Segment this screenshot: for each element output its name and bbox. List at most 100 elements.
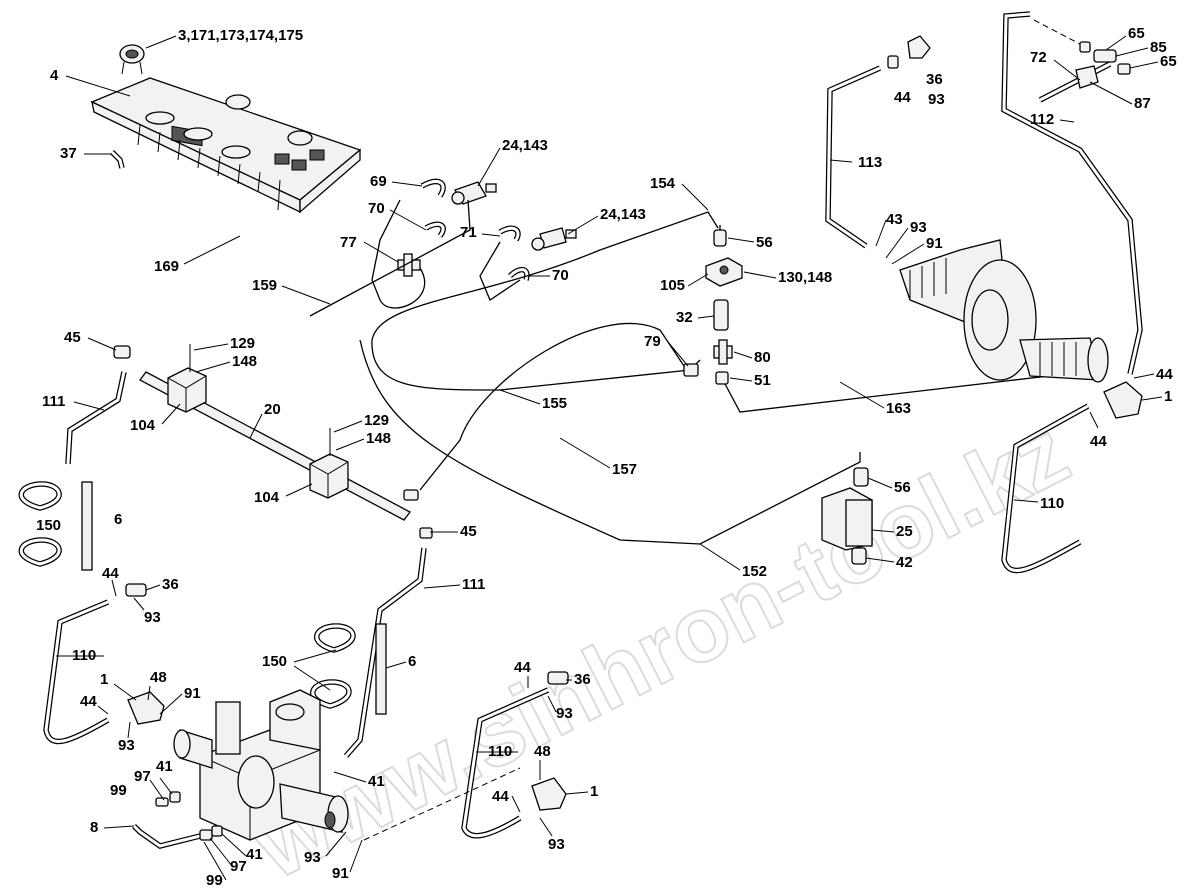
- callout-6-upper: 6: [114, 511, 122, 528]
- dashed-connector-top: [1033, 19, 1081, 45]
- callout-87: 87: [1134, 95, 1151, 112]
- dashed-connector-bottom: [363, 767, 521, 841]
- callout-24-143-lower: 24,143: [600, 206, 646, 223]
- callout-56-upper: 56: [756, 234, 773, 251]
- callout-70-upper: 70: [368, 200, 385, 217]
- callout-80: 80: [754, 349, 771, 366]
- fitting-45-left: [113, 345, 131, 359]
- callout-44-top: 44: [894, 89, 911, 106]
- callout-6-lower: 6: [408, 653, 416, 670]
- control-panel: [90, 77, 362, 214]
- callout-129-left: 129: [230, 335, 255, 352]
- fitting-56-upper: [713, 229, 727, 247]
- guide-6-lower: [375, 623, 387, 715]
- callout-41-top: 41: [156, 758, 173, 775]
- elbow-fitting-37: [110, 150, 125, 169]
- callout-99-bottom: 99: [206, 872, 223, 889]
- callout-163: 163: [886, 400, 911, 417]
- callout-36-top: 36: [926, 71, 943, 88]
- callout-157: 157: [612, 461, 637, 478]
- callout-148-left: 148: [232, 353, 257, 370]
- callout-44-left: 44: [102, 565, 119, 582]
- fitting-79: [683, 363, 699, 377]
- callout-45-left: 45: [64, 329, 81, 346]
- callout-1-left: 1: [100, 671, 108, 688]
- callout-48-left: 48: [150, 669, 167, 686]
- callout-65-top: 65: [1128, 25, 1145, 42]
- block-104-left: [167, 367, 207, 413]
- tee-77: [397, 253, 421, 277]
- callout-148-center: 148: [366, 430, 391, 447]
- callout-20: 20: [264, 401, 281, 418]
- callout-41-center: 41: [368, 773, 385, 790]
- callout-159: 159: [252, 277, 277, 294]
- callout-24-143-upper: 24,143: [502, 137, 548, 154]
- callout-3-171-173-174-175: 3,171,173,174,175: [178, 27, 303, 44]
- callout-154: 154: [650, 175, 676, 192]
- callout-36-left: 36: [162, 576, 179, 593]
- callout-69: 69: [370, 173, 387, 190]
- callout-105: 105: [660, 277, 685, 294]
- callout-104-center: 104: [254, 489, 280, 506]
- pipe-159: [309, 199, 471, 317]
- callout-91-left: 91: [184, 685, 201, 702]
- connector-32: [713, 299, 729, 331]
- callout-8: 8: [90, 819, 98, 836]
- callout-32: 32: [676, 309, 693, 326]
- callout-112: 112: [1030, 111, 1054, 128]
- callout-41-bottom: 41: [246, 846, 263, 863]
- clamp-105: [705, 257, 743, 287]
- callout-111-upper: 111: [42, 393, 65, 410]
- guide-6-upper: [81, 481, 93, 571]
- callout-150-upper: 150: [36, 517, 61, 534]
- callout-93-bottom-a: 93: [556, 705, 573, 722]
- callout-169: 169: [154, 258, 179, 275]
- axle-shaft: [899, 239, 1109, 383]
- callout-77: 77: [340, 234, 357, 251]
- switch-24-upper: [451, 181, 497, 205]
- callout-72: 72: [1030, 49, 1047, 66]
- callout-97-top: 97: [134, 768, 151, 785]
- callout-44-left-b: 44: [80, 693, 97, 710]
- block-104-center: [309, 453, 349, 499]
- fittings-97-99: [155, 791, 223, 841]
- valve-1-right: [1103, 381, 1143, 419]
- callout-129-center: 129: [364, 412, 389, 429]
- callout-93-center: 93: [304, 849, 321, 866]
- callout-4: 4: [50, 67, 59, 84]
- callout-150-lower: 150: [262, 653, 287, 670]
- fittings-65-87: [1075, 41, 1131, 89]
- hose-110-left: [43, 599, 110, 745]
- watermark: www.sinhron-tool.kz: [238, 401, 1084, 894]
- callout-111-lower: 111: [462, 576, 485, 593]
- tee-80: [713, 339, 733, 365]
- valve-1-bottom: [531, 777, 567, 811]
- callout-44-right-a: 44: [1156, 366, 1173, 383]
- pipe-157: [419, 323, 689, 491]
- callout-99-top: 99: [110, 782, 127, 799]
- callout-1-bottom: 1: [590, 783, 598, 800]
- callout-43: 43: [886, 211, 903, 228]
- fitting-51: [715, 371, 729, 385]
- callout-25: 25: [896, 523, 913, 540]
- callout-93-bottom-b: 93: [548, 836, 565, 853]
- callout-93-top: 93: [928, 91, 945, 108]
- callout-42: 42: [896, 554, 913, 571]
- callout-79: 79: [644, 333, 661, 350]
- fittings-45-center: [403, 489, 433, 539]
- callout-71: 71: [460, 224, 477, 241]
- callout-70-lower: 70: [552, 267, 569, 284]
- callout-110-right: 110: [1040, 495, 1064, 512]
- fitting-36-bottom: [547, 671, 569, 685]
- pipe-163: [723, 369, 1101, 413]
- callout-91-mid: 91: [926, 235, 943, 252]
- callout-44-right-b: 44: [1090, 433, 1107, 450]
- pipe-152: [359, 339, 861, 545]
- callout-93-mid: 93: [910, 219, 927, 236]
- leader-lines: [56, 35, 1163, 881]
- callout-45-center: 45: [460, 523, 477, 540]
- fitting-36-left: [125, 583, 147, 597]
- solenoid-25: [821, 467, 873, 565]
- callout-91-center: 91: [332, 865, 349, 882]
